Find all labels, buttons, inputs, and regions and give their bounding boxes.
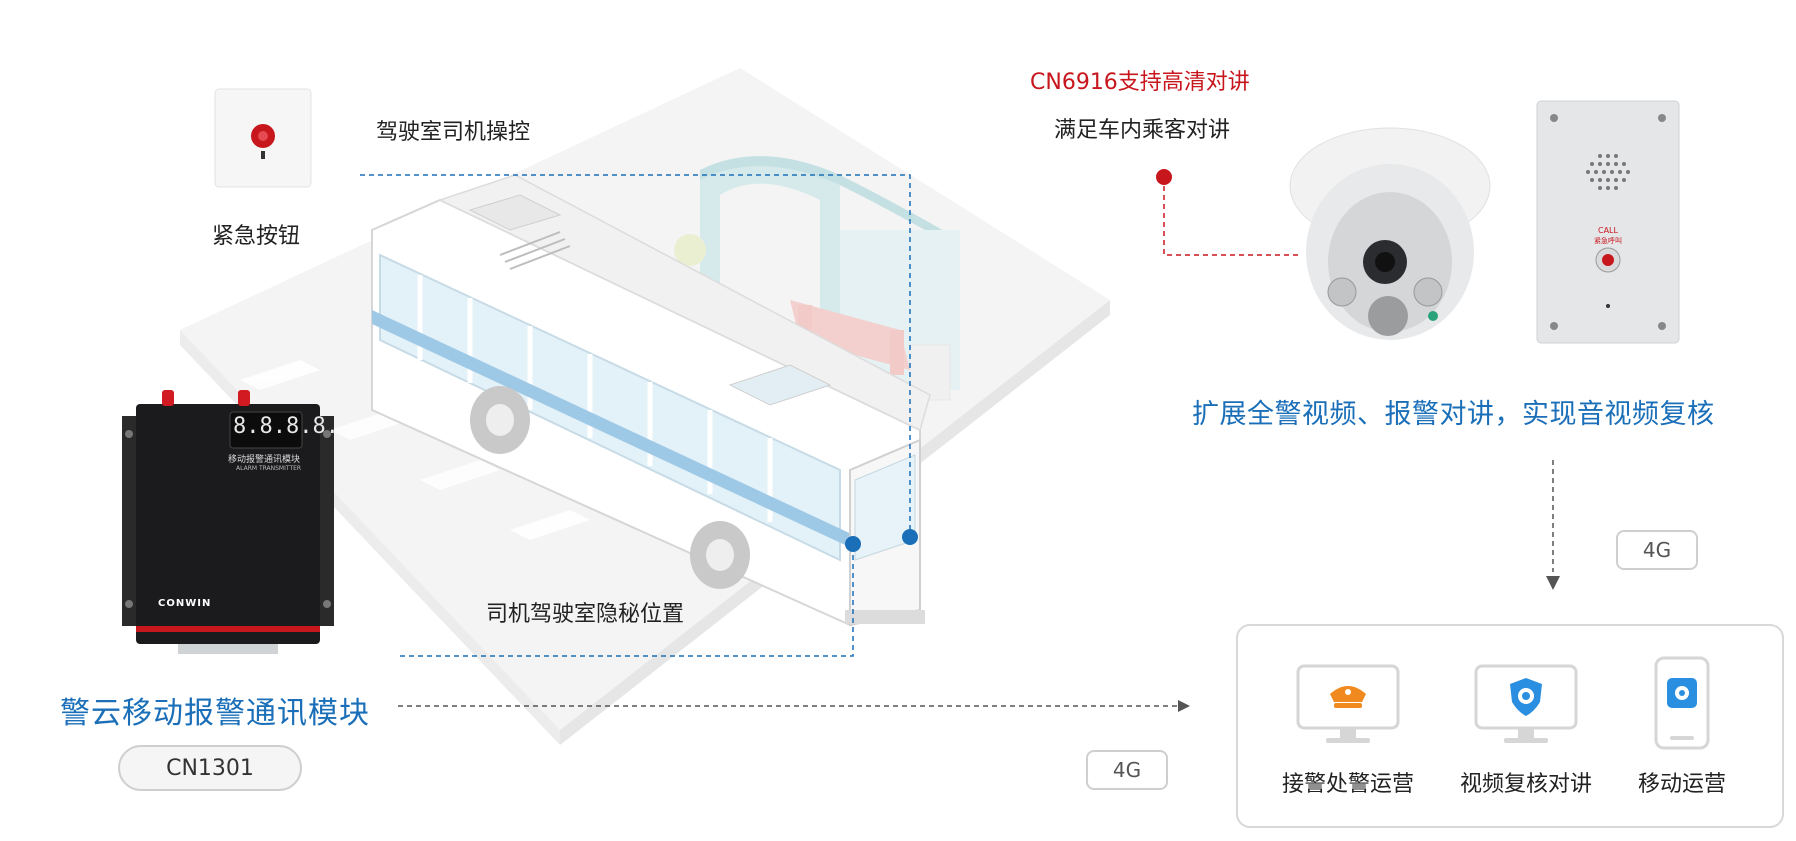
module-model-badge: CN1301 bbox=[118, 745, 302, 791]
driver-hidden-position-label: 司机驾驶室隐秘位置 bbox=[486, 602, 685, 627]
network-4g-tag-top: 4G bbox=[1616, 530, 1698, 570]
alarm-transmitter-module: 8.8.8.8. 移动报警通讯模块 ALARM TRANSMITTER CONW… bbox=[118, 390, 339, 662]
emergency-button-device bbox=[214, 88, 312, 188]
camera-feature-title: CN6916支持高清对讲 bbox=[1030, 70, 1250, 95]
module-name-cn: 移动报警通讯模块 bbox=[228, 455, 301, 465]
eye-shield-icon bbox=[1474, 664, 1578, 743]
platform-label-mobile: 移动运营 bbox=[1637, 772, 1726, 797]
module-name-en: ALARM TRANSMITTER bbox=[236, 465, 302, 472]
platform-label-dispatch: 接警处警运营 bbox=[1281, 772, 1414, 797]
intercom-panel-device: CALL 紧急呼叫 bbox=[1536, 100, 1680, 344]
platform-video-review bbox=[1474, 664, 1578, 746]
module-title: 警云移动报警通讯模块 bbox=[60, 696, 370, 731]
module-brand-logo: CONWIN bbox=[158, 598, 212, 609]
cab-driver-control-label: 驾驶室司机操控 bbox=[376, 120, 531, 145]
mobile-app-icon bbox=[1654, 656, 1710, 750]
platform-label-video-review: 视频复核对讲 bbox=[1459, 772, 1592, 797]
platform-mobile bbox=[1654, 656, 1710, 750]
call-label: CALL bbox=[1598, 226, 1618, 235]
network-4g-tag-bottom: 4G bbox=[1086, 750, 1168, 790]
extension-title: 扩展全警视频、报警对讲，实现音视频复核 bbox=[1192, 399, 1715, 430]
police-cap-icon bbox=[1296, 664, 1400, 743]
call-label-cn: 紧急呼叫 bbox=[1594, 237, 1622, 245]
module-display: 8.8.8.8. bbox=[233, 414, 339, 439]
dome-camera-device bbox=[1288, 124, 1492, 344]
platform-police-dispatch bbox=[1296, 664, 1400, 746]
passenger-intercom-label: 满足车内乘客对讲 bbox=[1054, 118, 1231, 143]
panic-button-icon bbox=[214, 88, 312, 188]
emergency-button-label: 紧急按钮 bbox=[212, 224, 301, 249]
